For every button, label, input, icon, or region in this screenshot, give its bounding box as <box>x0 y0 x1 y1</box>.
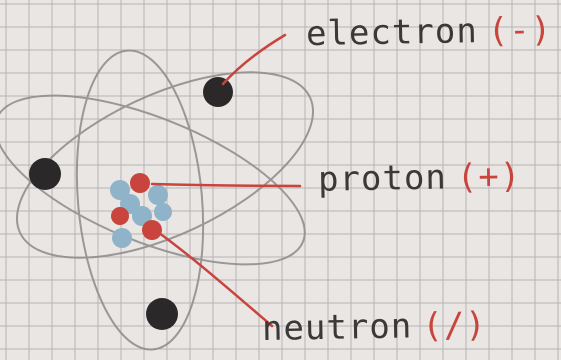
electron-pointer <box>221 33 287 86</box>
proton-label: proton(+) <box>318 156 522 200</box>
neutron-sign: (/) <box>421 305 488 347</box>
neutron-pointer <box>153 228 274 328</box>
electron-word: electron <box>305 11 479 55</box>
neutron-word: neutron <box>261 306 413 349</box>
neutron-particle <box>110 180 130 200</box>
neutron-label: neutron(/) <box>262 305 487 349</box>
proton-pointer <box>150 182 302 188</box>
electron-label: electron(-) <box>306 10 553 54</box>
proton-word: proton <box>317 157 448 200</box>
neutron-particle <box>132 206 152 226</box>
nucleus <box>110 173 172 248</box>
proton-particle <box>111 207 129 225</box>
pointer-lines <box>150 33 302 328</box>
electron-top <box>203 77 233 107</box>
electrons <box>29 77 233 330</box>
neutron-particle <box>112 228 132 248</box>
electron-bottom <box>146 298 178 330</box>
neutron-particle <box>148 185 168 205</box>
proton-sign: (+) <box>456 156 522 198</box>
orbit-1 <box>16 71 314 259</box>
electron-left <box>29 158 61 190</box>
proton-particle <box>130 173 150 193</box>
proton-particle <box>142 220 162 240</box>
orbit-3 <box>75 49 205 351</box>
neutron-particle <box>154 203 172 221</box>
electron-sign: (-) <box>487 9 553 51</box>
